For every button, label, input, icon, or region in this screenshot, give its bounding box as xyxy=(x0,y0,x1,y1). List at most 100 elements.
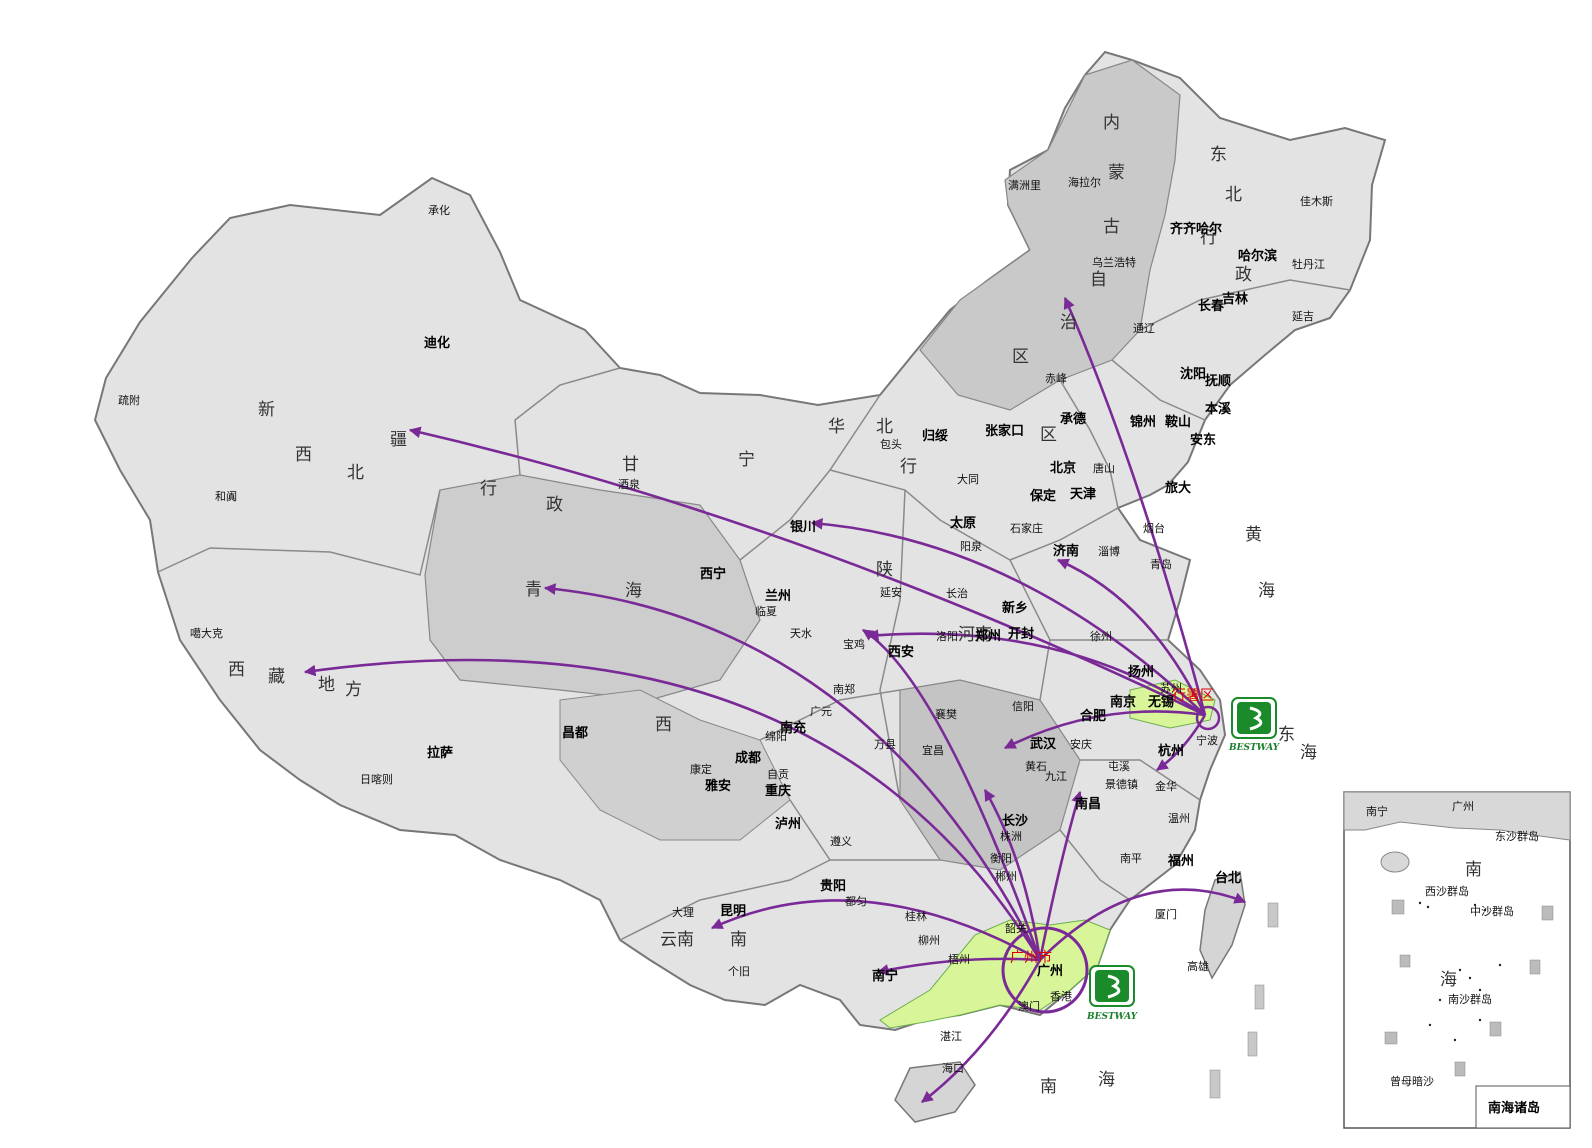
city-wuzhou: 梧州 xyxy=(948,952,970,966)
region-tibet-3: 地 xyxy=(318,675,335,695)
city-fushun: 抚顺 xyxy=(1205,373,1231,389)
region-henan-1: 河南 xyxy=(958,625,992,645)
region-yunnan: 云南 xyxy=(660,930,694,950)
city-shufu: 疏附 xyxy=(118,393,140,407)
shanghai-hub-ring xyxy=(1195,705,1221,731)
region-neimeng-1: 内 xyxy=(1103,113,1120,133)
route-sh-hangzhou xyxy=(1156,714,1207,772)
inset-title: 南海诸岛 xyxy=(1488,1100,1540,1116)
route-gz-lasa xyxy=(303,658,1042,961)
city-xuzhou: 徐州 xyxy=(1090,629,1112,643)
city-tunxi: 屯溪 xyxy=(1108,760,1130,773)
city-nanchong: 南充 xyxy=(780,720,806,736)
city-yantai: 烟台 xyxy=(1143,521,1165,535)
city-zhuzhou: 株洲 xyxy=(1000,829,1022,843)
city-kangding: 康定 xyxy=(690,762,712,776)
city-yangquan: 阳泉 xyxy=(960,539,982,553)
city-jinzhou: 锦州 xyxy=(1130,414,1156,430)
city-chongqing: 重庆 xyxy=(765,783,791,799)
region-neimeng-2: 蒙 xyxy=(1108,163,1125,183)
region-dongbei-1: 东 xyxy=(1210,145,1227,165)
city-beijing: 北京 xyxy=(1050,460,1076,476)
region-qinghai-2: 海 xyxy=(625,581,642,601)
city-gejiu: 个旧 xyxy=(728,965,750,978)
route-gz-haikou xyxy=(921,959,1042,1104)
city-jiamusi: 佳木斯 xyxy=(1300,194,1333,208)
city-jilin: 吉林 xyxy=(1222,291,1248,307)
city-jiuquan: 酒泉 xyxy=(618,477,640,491)
region-neimeng-6: 区 xyxy=(1012,347,1029,367)
region-dongbei-2: 北 xyxy=(1225,185,1242,205)
city-qiqihaer: 齐齐哈尔 xyxy=(1170,221,1222,237)
city-yaan: 雅安 xyxy=(705,778,731,794)
shanghai-hub-label: 行署区 xyxy=(1172,688,1214,704)
city-chengdu: 成都 xyxy=(735,750,761,766)
region-ningxia: 宁 xyxy=(738,450,755,470)
city-zhanjiang: 湛江 xyxy=(940,1030,962,1043)
minor-cities: 承化 疏附 和阗 噶大克 日喀则 酒泉 乌兰浩特 满洲里 海拉尔 通辽 佳木斯 … xyxy=(118,175,1333,1075)
city-chengde: 承德 xyxy=(1060,411,1086,427)
city-guangzhou: 广州 xyxy=(1037,963,1063,979)
region-neimeng-3: 古 xyxy=(1103,217,1120,237)
city-luoyang: 洛阳 xyxy=(936,629,958,643)
region-labels: 新 疆 西 北 行 政 西 藏 地 方 青 海 内 蒙 古 自 治 区 华 北 … xyxy=(228,113,1317,1097)
city-yangzhou: 扬州 xyxy=(1128,664,1154,680)
route-sh-xian xyxy=(866,629,1206,717)
city-xinyang: 信阳 xyxy=(1012,700,1034,713)
city-nanzheng: 南郑 xyxy=(833,682,855,696)
city-datong: 大同 xyxy=(957,472,979,486)
region-huabei-2: 北 xyxy=(876,417,893,437)
city-hengyang: 衡阳 xyxy=(990,852,1012,865)
city-xinxiang: 新乡 xyxy=(1002,600,1028,616)
routes-shanghai xyxy=(408,296,1207,772)
city-huangshi: 黄石 xyxy=(1025,759,1047,773)
city-shijiazhuang: 石家庄 xyxy=(1010,521,1043,535)
region-xinjiang-2: 疆 xyxy=(390,430,407,450)
city-andong: 安东 xyxy=(1190,432,1216,448)
region-xinjiang-5: 行 xyxy=(480,479,497,499)
south-sea-inset: 南宁 广州 东沙群岛 西沙群岛 中沙群岛 南沙群岛 曾母暗沙 南 海 南海诸岛 xyxy=(1343,791,1571,1129)
city-jinan: 济南 xyxy=(1053,543,1079,559)
city-qingdao: 青岛 xyxy=(1150,557,1172,571)
region-shaanxi: 陕 xyxy=(876,560,893,580)
inset-sea-2: 海 xyxy=(1440,970,1457,990)
inset-nansha: 南沙群岛 xyxy=(1448,992,1492,1006)
route-gz-nanchang xyxy=(1038,790,1083,961)
region-huabei-3: 行 xyxy=(900,457,917,477)
city-wanxian: 万县 xyxy=(874,738,896,751)
city-nanping: 南平 xyxy=(1120,852,1142,865)
inset-xisha: 西沙群岛 xyxy=(1425,884,1469,898)
city-zhangjiakou: 张家口 xyxy=(985,423,1024,439)
city-tianjin: 天津 xyxy=(1070,486,1096,502)
route-gz-kunming xyxy=(710,899,1041,962)
city-jingdezhen: 景德镇 xyxy=(1105,777,1138,791)
sea-label-1: 黄 xyxy=(1245,525,1262,545)
city-yanan: 延安 xyxy=(880,585,902,599)
city-xining: 西宁 xyxy=(700,566,726,582)
city-xianggang: 香港 xyxy=(1050,990,1072,1003)
city-xiamen: 厦门 xyxy=(1155,907,1177,921)
route-sh-yinchuan xyxy=(810,518,1206,716)
bestway-label-shanghai: BESTWAY xyxy=(1228,743,1281,753)
city-wulanhaote: 乌兰浩特 xyxy=(1092,255,1136,269)
sea-label-5: 南 xyxy=(1040,1077,1057,1097)
city-shenyang: 沈阳 xyxy=(1180,366,1206,382)
major-cities: 迪化 哈尔滨 长春 吉林 齐齐哈尔 沈阳 抚顺 本溪 锦州 鞍山 安东 旅大 归… xyxy=(424,221,1277,984)
region-xinjiang-3: 西 xyxy=(295,445,312,465)
region-gansu: 甘 xyxy=(622,455,639,475)
guangzhou-hub-label: 广州市 xyxy=(1010,949,1052,966)
city-taiyuan: 太原 xyxy=(949,515,976,531)
region-xinjiang-4: 北 xyxy=(347,463,364,483)
city-mianyang: 绵阳 xyxy=(765,729,787,743)
city-rikaze: 日喀则 xyxy=(360,773,393,786)
inset-guangzhou: 广州 xyxy=(1452,800,1474,813)
city-baoji: 宝鸡 xyxy=(843,637,865,651)
city-lanzhou: 兰州 xyxy=(765,588,791,604)
city-tianshui: 天水 xyxy=(790,627,812,640)
inset-sea-1: 南 xyxy=(1465,860,1482,880)
city-guisui: 归绥 xyxy=(922,428,948,444)
region-tibet-1: 西 xyxy=(228,660,245,680)
city-luda: 旅大 xyxy=(1165,480,1191,496)
city-yanji: 延吉 xyxy=(1292,310,1314,323)
inset-nanning: 南宁 xyxy=(1366,804,1388,818)
